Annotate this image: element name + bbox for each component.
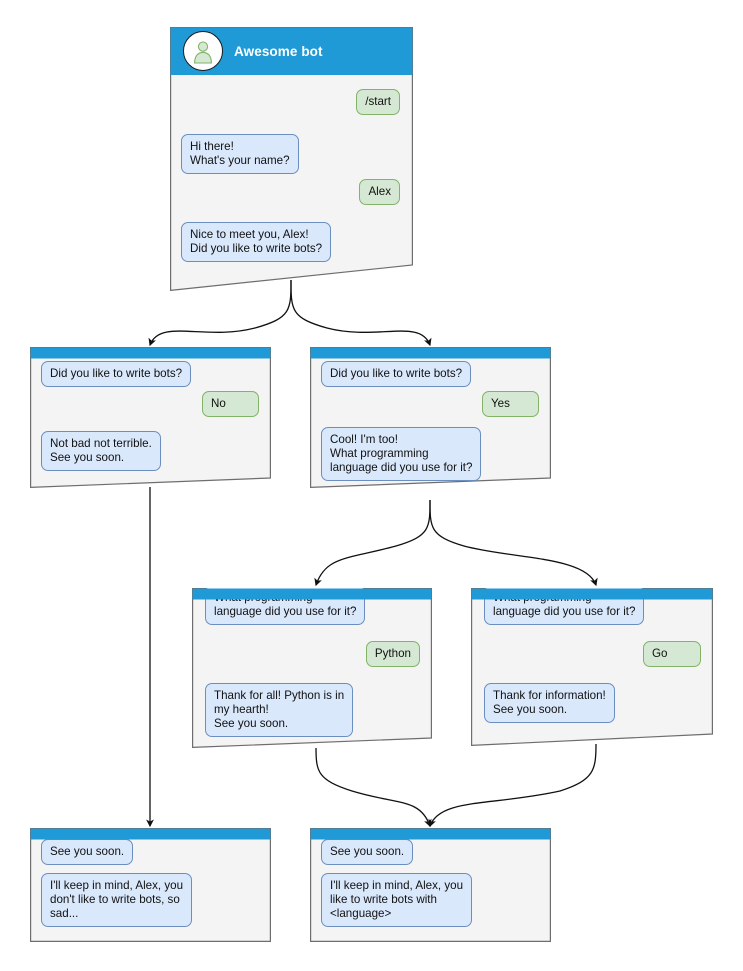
message-bubble-bot: Did you like to write bots? bbox=[41, 361, 192, 387]
card-header-title: Awesome bot bbox=[234, 43, 323, 59]
message-bubble-bot: Nice to meet you, Alex! Did you like to … bbox=[181, 222, 332, 262]
message-bubble-bot: Hi there! What's your name? bbox=[181, 134, 299, 174]
card-header-bar bbox=[471, 588, 713, 600]
message-bubble-user: No bbox=[202, 391, 259, 417]
card-header-bar bbox=[30, 828, 271, 840]
message-bubble-bot: Thank for information! See you soon. bbox=[484, 683, 615, 723]
message-bubble-user: Alex bbox=[359, 179, 400, 205]
card-header-bar bbox=[310, 828, 551, 840]
message-bubble-user: Python bbox=[365, 641, 420, 667]
chat-card-end-sad[interactable]: See you soon. I'll keep in mind, Alex, y… bbox=[30, 828, 271, 942]
message-bubble-user: Go bbox=[643, 641, 701, 667]
message-bubble-bot: Cool! I'm too! What programming language… bbox=[321, 427, 482, 481]
person-avatar-icon bbox=[183, 31, 223, 71]
message-bubble-user: Yes bbox=[482, 391, 539, 417]
chat-card-language-python[interactable]: What programming language did you use fo… bbox=[192, 588, 432, 748]
chat-card-end-happy[interactable]: See you soon. I'll keep in mind, Alex, y… bbox=[310, 828, 551, 942]
message-bubble-bot: Not bad not terrible. See you soon. bbox=[41, 431, 161, 471]
card-header: Awesome bot bbox=[170, 27, 413, 75]
chat-card-start[interactable]: Awesome bot /start Hi there! What's your… bbox=[170, 27, 413, 291]
edge-yes-to-go bbox=[429, 499, 598, 587]
message-bubble-bot: Thank for all! Python is in my hearth! S… bbox=[205, 683, 354, 737]
edge-yes-to-python bbox=[314, 499, 431, 587]
message-bubble-bot: Did you like to write bots? bbox=[321, 361, 472, 387]
chat-card-language-go[interactable]: What programming language did you use fo… bbox=[471, 588, 713, 746]
edge-go-to-end-happy bbox=[428, 743, 597, 828]
chat-card-answer-yes[interactable]: Did you like to write bots? Yes Cool! I'… bbox=[310, 347, 551, 488]
edge-python-to-end-happy bbox=[315, 747, 432, 828]
chat-card-answer-no[interactable]: Did you like to write bots? No Not bad n… bbox=[30, 347, 271, 488]
card-header-bar bbox=[192, 588, 432, 600]
message-bubble-bot: I'll keep in mind, Alex, you like to wri… bbox=[321, 873, 473, 927]
message-bubble-bot: I'll keep in mind, Alex, you don't like … bbox=[41, 873, 193, 927]
message-bubble-user: /start bbox=[356, 89, 400, 115]
